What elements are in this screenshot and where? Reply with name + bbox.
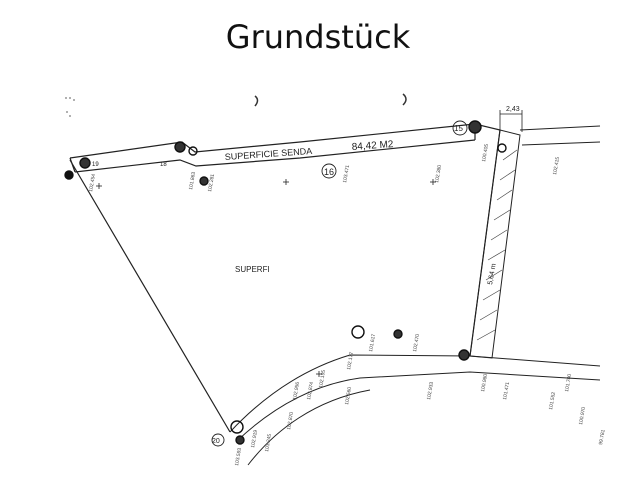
elevation-label: 102.919 bbox=[250, 429, 259, 448]
survey-point bbox=[174, 141, 186, 153]
hatched-strip: 5,64 m bbox=[469, 129, 521, 359]
parcel-19-label: 19 bbox=[92, 162, 99, 168]
elevation-label: 102.380 bbox=[434, 164, 443, 183]
survey-point bbox=[458, 349, 470, 361]
elevation-label: 100.970 bbox=[578, 406, 587, 425]
parcel-20-label: 20 bbox=[212, 438, 220, 445]
elevation-label: 100.980 bbox=[480, 373, 489, 392]
elevation-label: 102.874 bbox=[306, 381, 315, 400]
dim-strip-label: 5,64 m bbox=[487, 263, 498, 285]
elevation-label: 102.470 bbox=[412, 333, 421, 352]
elevation-label: 103.593 bbox=[234, 447, 243, 466]
survey-point bbox=[230, 420, 244, 434]
elevation-label: 102.956 bbox=[292, 381, 301, 400]
page-title: Grundstück bbox=[225, 18, 411, 56]
parcel-18-label: 18 bbox=[160, 162, 167, 168]
elevation-texts: 102.454 101.863 102.281 103.471 102.380 … bbox=[88, 143, 607, 466]
survey-point bbox=[199, 176, 209, 186]
survey-point bbox=[468, 120, 482, 134]
survey-point bbox=[64, 170, 74, 180]
survey-point bbox=[188, 146, 198, 156]
road-lines bbox=[229, 125, 601, 466]
survey-points bbox=[64, 120, 507, 445]
survey-point bbox=[79, 157, 91, 169]
parcel-number-texts: 16 15 19 18 20 bbox=[92, 124, 463, 445]
superficie-label: SUPERFI bbox=[235, 265, 270, 274]
elevation-label: 100.405 bbox=[481, 143, 490, 162]
area-senda-label: 84,42 M2 bbox=[351, 139, 394, 153]
elevation-label: 101.471 bbox=[502, 381, 511, 400]
parcel-16-label: 16 bbox=[324, 167, 334, 177]
elevation-label: 101.552 bbox=[548, 391, 557, 410]
elevation-label: 99.781 bbox=[598, 429, 607, 445]
elevation-label: 102.933 bbox=[426, 381, 435, 400]
survey-point bbox=[393, 329, 403, 339]
survey-point bbox=[351, 325, 365, 339]
parcel-numbers bbox=[211, 120, 468, 447]
survey-point bbox=[497, 143, 507, 153]
parcel-15-label: 15 bbox=[454, 124, 463, 133]
elevation-label: 102.870 bbox=[286, 411, 295, 430]
elevation-label: 101.700 bbox=[564, 373, 573, 392]
elevation-label: 102.415 bbox=[552, 156, 561, 175]
dim-top-label: 2,43 bbox=[506, 106, 520, 113]
elevation-label: 102.281 bbox=[207, 173, 216, 192]
left-margin-dots bbox=[65, 97, 75, 117]
elevation-label: 101.617 bbox=[368, 333, 377, 352]
elevation-label: 102.560 bbox=[344, 386, 353, 405]
plan-text: SUPERFICIE SENDA 84,42 M2 SUPERFI bbox=[224, 139, 394, 274]
elevation-label: 101.863 bbox=[188, 171, 197, 190]
elevation-label: 102.454 bbox=[88, 173, 97, 192]
crosshair-markers bbox=[96, 179, 436, 377]
survey-point bbox=[235, 435, 245, 445]
dimension-line: 2,43 bbox=[499, 106, 523, 132]
elevation-label: 102.177 bbox=[346, 351, 355, 370]
elevation-label: 103.471 bbox=[342, 164, 351, 183]
elevation-label: 103.245 bbox=[264, 433, 273, 452]
top-marks bbox=[254, 93, 407, 107]
elevation-label: 102.195 bbox=[318, 369, 327, 388]
